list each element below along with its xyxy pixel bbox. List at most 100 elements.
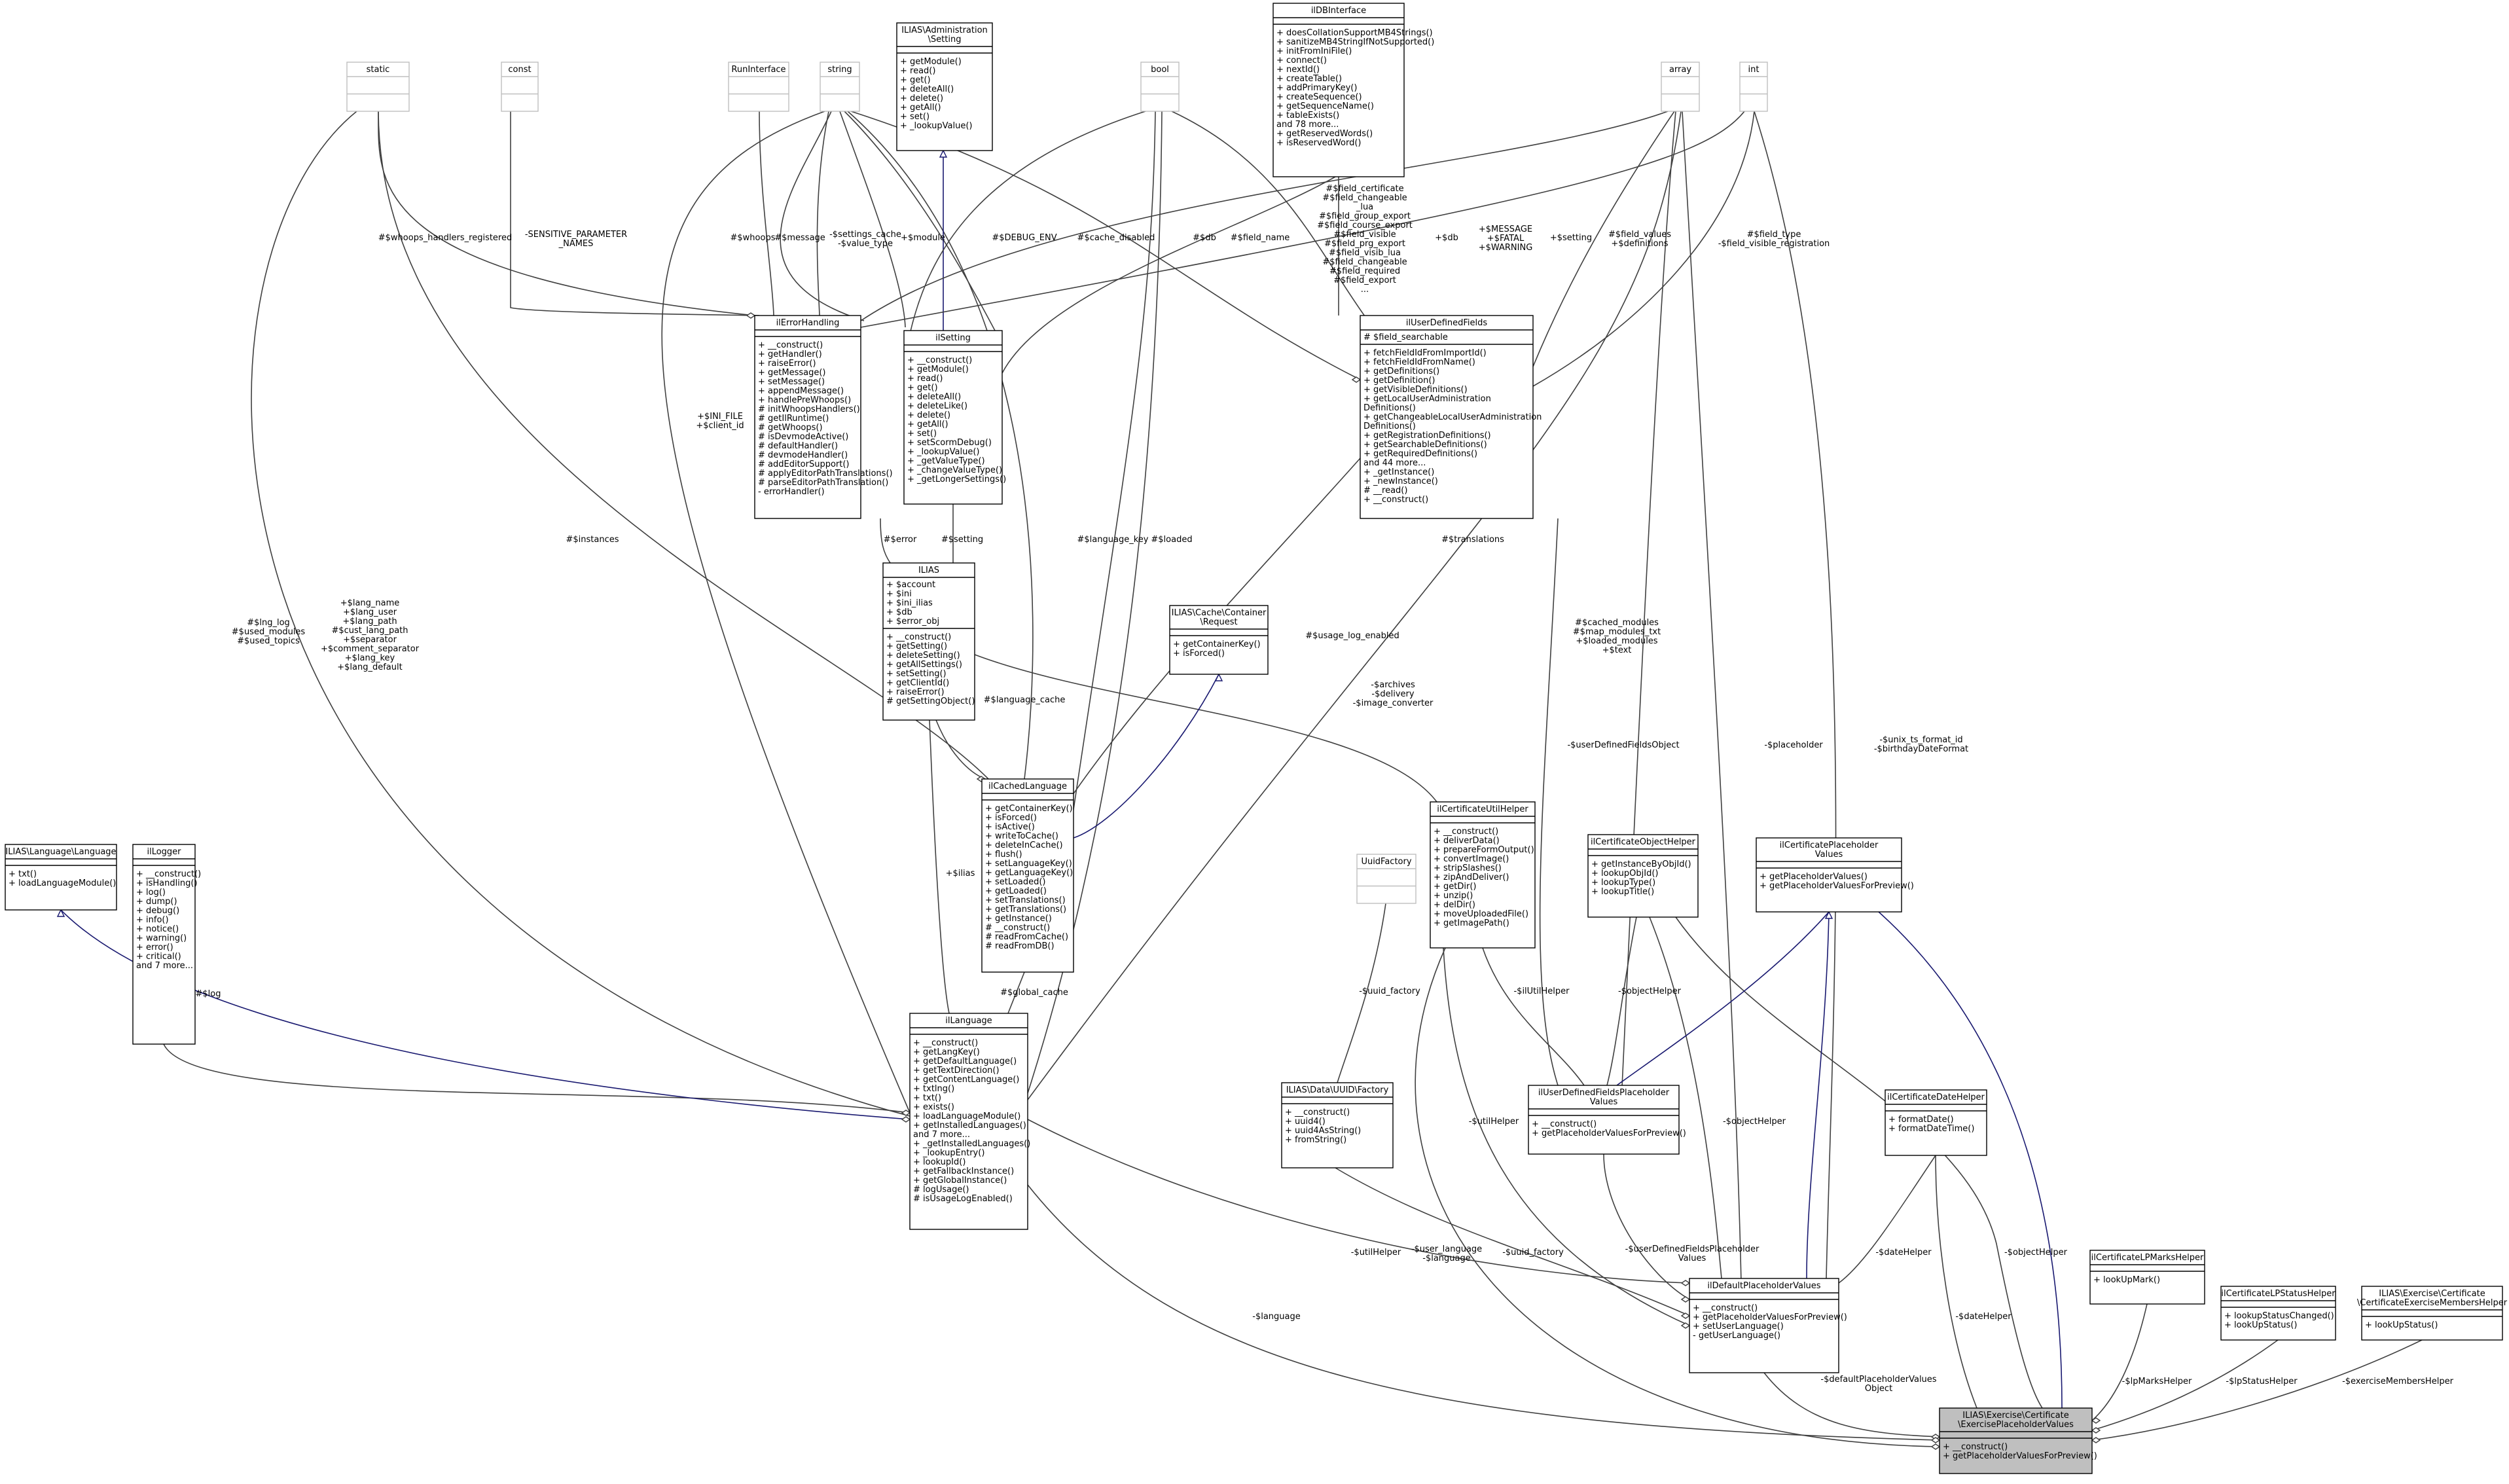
- edge-label-line: -$delivery: [1371, 689, 1414, 699]
- class-title: ILIAS\Language\Language: [5, 847, 116, 857]
- edge-label-line: #$language_cache: [984, 695, 1066, 705]
- class-operation: + loadLanguageModule(): [913, 1112, 1020, 1121]
- edge-label-line: #$language_key: [1077, 535, 1149, 545]
- class-operation: + read(): [907, 374, 943, 384]
- class-setting-admin[interactable]: ILIAS\Administration\Setting+ getModule(…: [896, 22, 993, 151]
- aggregation-diamond: [2091, 1427, 2101, 1434]
- class-bool[interactable]: bool: [1140, 62, 1180, 112]
- class-uuid-factory[interactable]: ILIAS\Data\UUID\Factory+ __construct()+ …: [1281, 1082, 1394, 1168]
- edge-label-line: #$field_name: [1231, 233, 1290, 243]
- class-ilerrorhandling[interactable]: ilErrorHandling+ __construct()+ getHandl…: [754, 315, 893, 519]
- class-frame: [1169, 605, 1269, 675]
- edge-language-to-exercise: [1027, 1184, 1940, 1441]
- edge-const-to-errorhandling: [510, 111, 760, 316]
- class-title: ilCertificateObjectHelper: [1591, 837, 1696, 847]
- class-frame: [1939, 1407, 2093, 1474]
- class-operation: # addEditorSupport(): [758, 460, 850, 469]
- edge-label-util-helper: -$utilHelper: [1351, 1248, 1401, 1258]
- edge-label-field-values: #$field_values+$definitions: [1608, 230, 1671, 249]
- class-operation: + stripSlashes(): [1434, 863, 1502, 873]
- class-operation: + getLoaded(): [985, 886, 1047, 896]
- class-array[interactable]: array: [1661, 62, 1700, 112]
- class-operation: + getGlobalInstance(): [913, 1176, 1007, 1185]
- edge-utilhelper-to-exercise: [1415, 947, 1940, 1447]
- class-uuidfactory[interactable]: UuidFactory: [1356, 854, 1417, 904]
- edge-label-line: -$userDefinedFieldsObject: [1567, 740, 1679, 750]
- class-ilcertificateutilhelper[interactable]: ilCertificateUtilHelper+ __construct()+ …: [1430, 801, 1536, 949]
- class-operation: + flush(): [985, 850, 1022, 860]
- edge-label-module: +$module: [901, 233, 945, 243]
- edge-bool-to-udf: [1171, 111, 1369, 321]
- class-operation: + getRegistrationDefinitions(): [1363, 431, 1491, 441]
- edge-label-line: -$ilUtilHelper: [1513, 986, 1570, 996]
- edge-label-line: #$message: [774, 233, 825, 243]
- class-operation: + __construct(): [1363, 495, 1428, 505]
- class-ilcachedlanguage[interactable]: ilCachedLanguage+ getContainerKey()+ isF…: [981, 778, 1074, 973]
- class-ildefaultplaceholdervalues[interactable]: ilDefaultPlaceholderValues+ __construct(…: [1689, 1278, 1847, 1373]
- class-operation: + deliverData(): [1434, 836, 1500, 846]
- class-title: \Setting: [928, 35, 962, 45]
- edge-string-to-errorhandling: [816, 111, 829, 316]
- class-title: ilDBInterface: [1311, 6, 1366, 16]
- edge-label-line: +$lang_default: [337, 662, 402, 672]
- edge-ilias-to-language: [929, 719, 950, 1014]
- edge-label-cached-modules: #$cached_modules#$map_modules_txt+$loade…: [1573, 618, 1661, 655]
- class-operation: - errorHandler(): [758, 487, 825, 497]
- edge-label-line: -$image_converter: [1353, 698, 1434, 708]
- edge-string-to-setting: [844, 111, 996, 331]
- class-ilcertificatelpstatushelper[interactable]: ilCertificateLPStatusHelper+ lookupStatu…: [2220, 1286, 2336, 1341]
- class-title: ilLanguage: [945, 1016, 992, 1026]
- class-ilsetting[interactable]: ilSetting+ __construct()+ getModule()+ r…: [903, 330, 1006, 505]
- edge-label-line: #$field_changeable: [1322, 193, 1407, 203]
- class-const[interactable]: const: [501, 62, 539, 112]
- class-operation: + __construct(): [1532, 1119, 1597, 1129]
- class-operation: and 7 more...: [136, 961, 193, 971]
- class-ilias[interactable]: ILIAS+ $account+ $ini+ $ini_ilias+ $db+ …: [882, 562, 975, 721]
- edge-label-line: #$field_visible: [1333, 230, 1396, 240]
- class-operation: + getContainerKey(): [985, 804, 1073, 814]
- edge-label-line: +$module: [901, 233, 945, 243]
- class-illanguage[interactable]: ilLanguage+ __construct()+ getLangKey()+…: [909, 1013, 1030, 1230]
- class-cache-request[interactable]: ILIAS\Cache\Container\Request+ getContai…: [1169, 605, 1269, 675]
- edge-label-line: +$separator: [343, 635, 397, 645]
- edge-label-line: -$utilHelper: [1351, 1248, 1401, 1258]
- edge-label-line: #$field_course_export: [1317, 221, 1413, 230]
- class-ildbinterface[interactable]: ilDBInterface+ doesCollationSupportMB4St…: [1273, 3, 1434, 177]
- class-operation: # devmodeHandler(): [758, 450, 848, 460]
- class-illogger[interactable]: ilLogger+ __construct()+ isHandling()+ l…: [132, 844, 201, 1045]
- class-static[interactable]: static: [346, 62, 410, 112]
- class-title: string: [827, 65, 852, 75]
- class-exercise-placeholder-values[interactable]: ILIAS\Exercise\Certificate\ExercisePlace…: [1939, 1407, 2097, 1474]
- edge-label-line: +$WARNING: [1479, 243, 1533, 253]
- class-runinterface[interactable]: RunInterface: [728, 62, 789, 112]
- class-exercise-members-helper[interactable]: ILIAS\Exercise\Certificate\CertificateEx…: [2357, 1286, 2508, 1341]
- class-ilcertificatelpmarkshelper[interactable]: ilCertificateLPMarksHelper+ lookUpMark(): [2089, 1250, 2205, 1305]
- class-title: bool: [1151, 65, 1169, 75]
- edge-label-line: +$INI_FILE: [697, 412, 743, 422]
- edge-label-line: +$client_id: [696, 421, 744, 431]
- class-operation: + __construct(): [886, 632, 951, 642]
- diagram-edges: [56, 111, 2423, 1450]
- class-title: RunInterface: [731, 65, 785, 75]
- class-string[interactable]: string: [820, 62, 860, 112]
- class-iluserdefinedfields[interactable]: ilUserDefinedFields# $field_searchable+ …: [1360, 315, 1542, 519]
- class-operation: + getPlaceholderValuesForPreview(): [1760, 881, 1914, 891]
- class-ilcertificatedatehelper[interactable]: ilCertificateDateHelper+ formatDate()+ f…: [1885, 1089, 1987, 1156]
- class-int[interactable]: int: [1739, 62, 1768, 112]
- edge-label-util-helper-udf: -$utilHelper: [1469, 1117, 1519, 1127]
- edge-label-line: +$loaded_modules: [1576, 636, 1657, 646]
- class-ilcertificateobjecthelper[interactable]: ilCertificateObjectHelper+ getInstanceBy…: [1587, 834, 1699, 918]
- class-operation: + exists(): [913, 1102, 954, 1112]
- aggregation-diamond: [1680, 1280, 1691, 1286]
- aggregation-diamond: [901, 1116, 911, 1123]
- class-lang-language[interactable]: ILIAS\Language\Language+ txt()+ loadLang…: [5, 844, 117, 911]
- class-operation: + sanitizeMB4StringIfNotSupported(): [1276, 37, 1434, 47]
- edge-label-cache-disabled: #$cache_disabled: [1077, 233, 1155, 243]
- edge-label-line: #$field_group_export: [1319, 211, 1411, 221]
- edge-label-user-defined-fields-object: -$userDefinedFieldsObject: [1567, 740, 1679, 750]
- edge-label-uuid-factory-default: -$uuid_factory: [1502, 1248, 1564, 1258]
